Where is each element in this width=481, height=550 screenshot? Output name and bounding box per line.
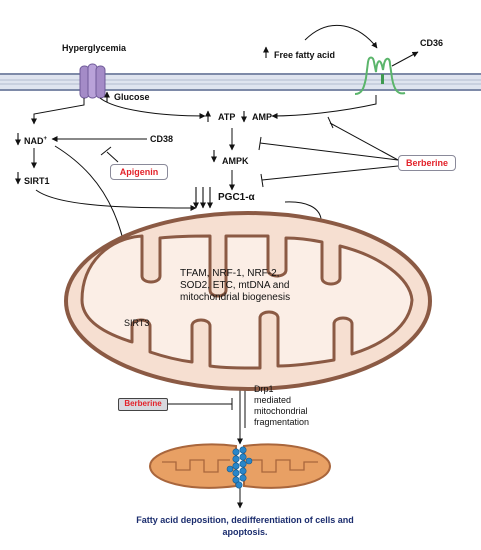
label-glucose: Glucose (114, 92, 150, 102)
pathway-connectors (31, 24, 419, 509)
outcome-line2: apoptosis. (222, 527, 268, 537)
label-nad: NAD+ (24, 134, 47, 147)
drp1-line1: Drp1 (254, 384, 274, 394)
outcome-line1: Fatty acid deposition, dedifferentiation… (136, 515, 354, 525)
glucose-transporter-icon (79, 63, 106, 99)
label-hyperglycemia: Hyperglycemia (62, 43, 127, 53)
drp1-line2: mediated (254, 395, 292, 405)
berberine-box-top: Berberine (398, 155, 456, 171)
label-pgc1a: PGC1-α (218, 192, 255, 203)
mitochondrion-icon (64, 211, 432, 391)
outcome-text: Fatty acid deposition, dedifferentiation… (100, 514, 390, 538)
berberine-box-bottom: Berberine (118, 398, 168, 411)
label-ampk: AMPK (222, 156, 249, 166)
label-cd36: CD36 (420, 38, 444, 48)
mito-targets-line3: mitochondrial biogenesis (180, 292, 291, 303)
label-nad-text: NAD (24, 136, 44, 146)
fragmented-mitochondrion-icon (148, 443, 332, 489)
drp1-line3: mitochondrial (254, 406, 308, 416)
drp1-ring-icon (226, 446, 253, 489)
label-nad-sup: + (43, 136, 48, 142)
label-atp: ATP (218, 112, 236, 122)
apigenin-box: Apigenin (110, 164, 168, 180)
cd36-protein-icon (354, 56, 406, 95)
mito-targets-line2: SOD2, ETC, mtDNA and (180, 280, 290, 291)
cell-membrane (0, 73, 481, 91)
label-sirt1: SIRT1 (24, 176, 50, 186)
label-sirt3: SIRT3 (124, 318, 150, 328)
drp1-line4: fragmentation (254, 417, 310, 427)
label-cd38: CD38 (150, 134, 174, 144)
mito-targets-line1: TFAM, NRF-1, NRF-2, (180, 268, 280, 279)
label-amp: AMP (252, 112, 272, 122)
label-free-fatty-acid: Free fatty acid (274, 50, 336, 60)
